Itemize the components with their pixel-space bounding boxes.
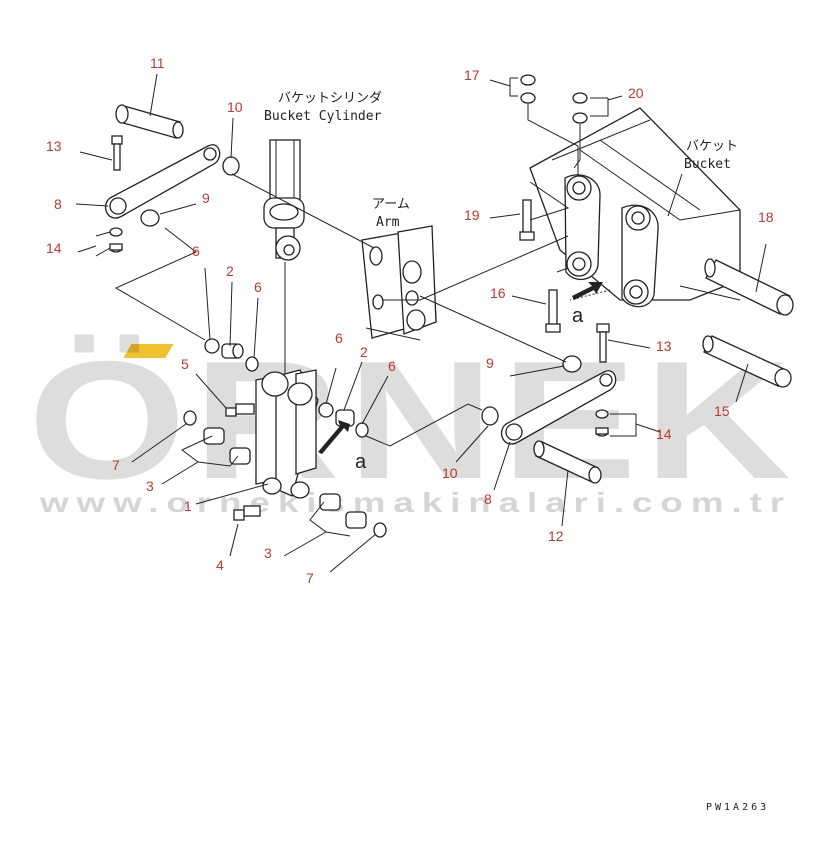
callout-17: 17 (464, 67, 480, 83)
link-8-left (105, 144, 221, 219)
watermark-brand: ÖRNEK (28, 326, 798, 514)
washer-10-mid (481, 406, 499, 426)
arm (361, 225, 437, 341)
callout-16: 16 (490, 285, 506, 301)
label-bucket-en: Bucket (684, 157, 731, 172)
callout-6-mid-left: 6 (254, 279, 262, 295)
label-arm-jp: アーム (372, 197, 410, 212)
callout-8-left: 8 (54, 196, 62, 212)
callout-15: 15 (714, 403, 730, 419)
grease-fitting-4 (233, 505, 261, 521)
label-bucket-cylinder-jp: バケットシリンダ (278, 91, 382, 106)
pin-12 (533, 440, 602, 484)
bolt-13-right (596, 323, 610, 363)
callout-1: 1 (184, 498, 192, 514)
drawing-code: PW1A263 (706, 802, 769, 813)
callout-11: 11 (150, 55, 165, 71)
label-bucket-cylinder-en: Bucket Cylinder (264, 109, 382, 124)
pin-11 (115, 104, 184, 139)
bolt-16 (545, 289, 561, 333)
callout-14-right: 14 (656, 426, 672, 442)
callout-10-mid: 10 (442, 465, 458, 481)
callout-18: 18 (758, 209, 774, 225)
callout-9-right: 9 (486, 355, 494, 371)
link-8-right (501, 370, 617, 445)
label-ref-a-left: a (355, 451, 367, 473)
washer-10-top (222, 156, 240, 176)
washer-9-right (562, 355, 582, 373)
callout-13-right: 13 (656, 338, 672, 354)
washer-9-left (140, 209, 160, 227)
link-1 (255, 369, 319, 499)
assembly-labels: バケットシリンダ Bucket Cylinder アーム Arm バケット Bu… (264, 91, 769, 813)
nuts-20 (572, 92, 588, 124)
bolt-13-left (111, 135, 123, 171)
pin-18 (704, 258, 794, 316)
bucket (529, 107, 741, 308)
callout-2-mid: 2 (360, 344, 368, 360)
callout-7-left: 7 (112, 457, 120, 473)
pin-15 (702, 335, 792, 388)
callout-3-bottom: 3 (264, 545, 272, 561)
callout-20: 20 (628, 85, 644, 101)
callout-13-left: 13 (46, 138, 62, 154)
callout-12: 12 (548, 528, 564, 544)
callout-numbers: 11 10 13 8 9 14 6 2 6 5 7 3 1 4 3 7 6 2 … (46, 55, 774, 586)
nut-14-right (595, 409, 609, 437)
callout-14-left: 14 (46, 240, 62, 256)
leader-lines (75, 73, 767, 573)
callout-6-mid: 6 (335, 330, 343, 346)
callout-2-left: 2 (226, 263, 234, 279)
callout-10-top: 10 (227, 99, 243, 115)
callout-6-mid-right: 6 (388, 358, 396, 374)
label-bucket-jp: バケット (686, 139, 738, 154)
callout-7-bottom: 7 (306, 570, 314, 586)
bolt-19 (519, 199, 535, 241)
bucket-cylinder (263, 139, 305, 380)
callout-4: 4 (216, 557, 224, 573)
label-ref-a-right: a (572, 305, 584, 327)
label-arm-en: Arm (376, 215, 400, 230)
watermark-accent-right (123, 344, 174, 358)
callout-9-left: 9 (202, 190, 210, 206)
watermark: ÖRNEK www.ornekismakinalari.com.tr (28, 326, 798, 518)
watermark-url: www.ornekismakinalari.com.tr (39, 487, 792, 518)
arrow-a-right (572, 282, 603, 300)
callout-3-left: 3 (146, 478, 154, 494)
arrow-a-left (318, 420, 350, 454)
callout-19: 19 (464, 207, 480, 223)
nut-14-left (109, 227, 123, 253)
grease-fitting-5 (225, 403, 255, 417)
callout-6-left: 6 (192, 243, 200, 259)
callout-8-right: 8 (484, 491, 492, 507)
bushings-center (318, 402, 387, 538)
nuts-17 (520, 74, 536, 104)
callout-5: 5 (181, 356, 189, 372)
